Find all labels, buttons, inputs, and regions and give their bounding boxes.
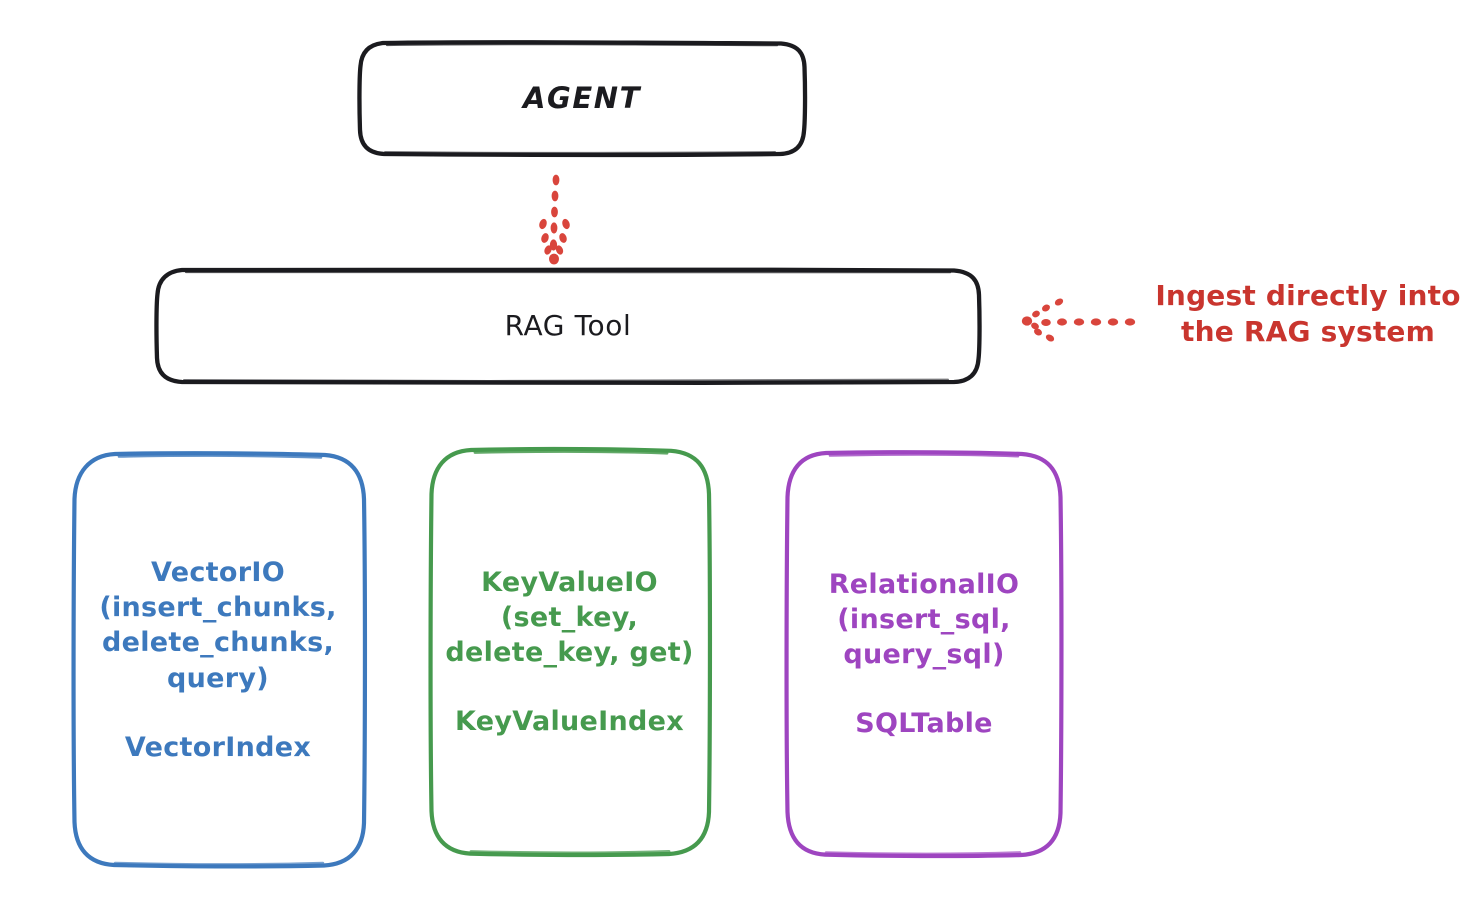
key-value-io-index-label: KeyValueIndex [454,706,684,738]
node-agent[interactable]: AGENT [357,40,808,158]
node-key-value-io[interactable]: KeyValueIO (set_key, delete_key, get) Ke… [427,446,713,858]
vector-io-index-label: VectorIndex [124,731,312,763]
vector-io-api-label: VectorIO (insert_chunks, delete_chunks, … [99,557,337,694]
key-value-io-api-label: KeyValueIO (set_key, delete_key, get) [445,566,694,668]
node-vector-io[interactable]: VectorIO (insert_chunks, delete_chunks, … [69,451,368,869]
agent-label: AGENT [522,80,642,115]
relational-io-index-label: SQLTable [855,708,993,740]
relational-io-api-label: RelationalIO (insert_sql, query_sql) [828,568,1020,670]
ingest-annotation-label: Ingest directly into the RAG system [1155,279,1461,348]
node-relational-io[interactable]: RelationalIO (insert_sql, query_sql) SQL… [784,450,1064,859]
rag-tool-label: RAG Tool [504,308,632,342]
node-rag-tool[interactable]: RAG Tool [154,266,982,386]
